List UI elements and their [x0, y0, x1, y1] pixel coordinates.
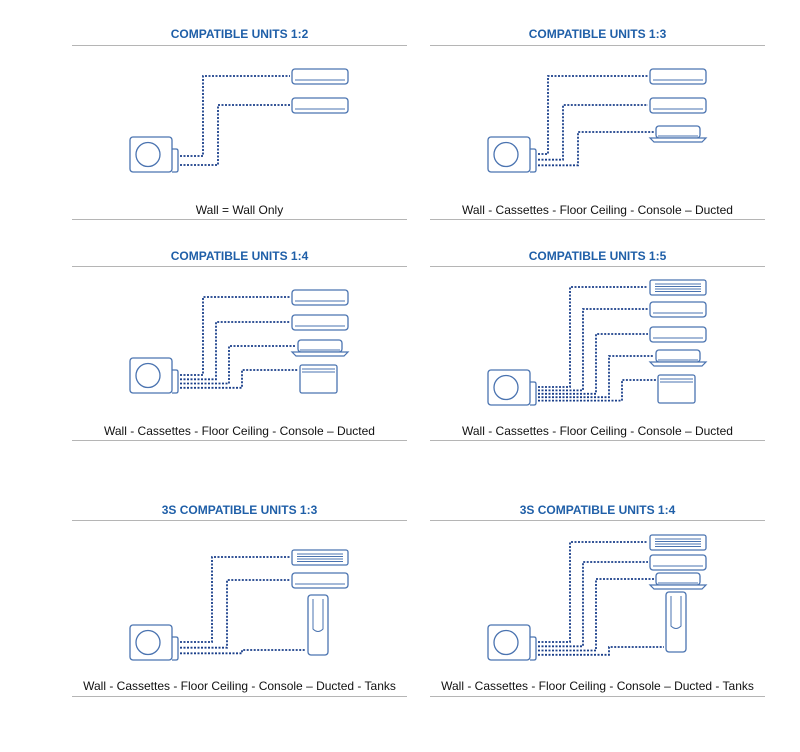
panel-title: 3S COMPATIBLE UNITS 1:3	[161, 503, 318, 517]
panel-title: COMPATIBLE UNITS 1:5	[528, 249, 667, 263]
divider	[72, 219, 407, 220]
tank-unit-icon	[665, 591, 687, 653]
divider	[72, 440, 407, 441]
panel-diagram	[487, 68, 708, 173]
panel-diagram	[487, 279, 708, 406]
refrigerant-line	[538, 541, 648, 643]
panel-diagram	[487, 534, 708, 661]
refrigerant-line	[180, 321, 290, 381]
refrigerant-line	[538, 578, 654, 652]
wall-unit-icon	[291, 314, 349, 331]
refrigerant-line	[538, 131, 654, 167]
wall-unit-icon	[291, 572, 349, 589]
cassette-unit-icon	[648, 572, 708, 590]
wall-unit-icon	[291, 68, 349, 85]
divider	[72, 520, 407, 521]
outdoor-unit-icon	[487, 136, 537, 173]
ducted-unit-icon	[649, 534, 707, 551]
panel-caption: Wall - Cassettes - Floor Ceiling - Conso…	[83, 679, 396, 693]
refrigerant-line	[538, 308, 648, 392]
panel-title: COMPATIBLE UNITS 1:2	[170, 27, 309, 41]
panel-caption: Wall - Cassettes - Floor Ceiling - Conso…	[462, 424, 733, 438]
wall-unit-icon	[291, 97, 349, 114]
refrigerant-line	[538, 561, 648, 648]
outdoor-unit-icon	[129, 136, 179, 173]
panel-caption: Wall - Cassettes - Floor Ceiling - Conso…	[104, 424, 375, 438]
refrigerant-line	[180, 345, 296, 385]
divider	[72, 696, 407, 697]
outdoor-unit-icon	[129, 624, 179, 661]
outdoor-unit-icon	[487, 369, 537, 406]
panel-caption: Wall - Cassettes - Floor Ceiling - Conso…	[462, 203, 733, 217]
panel-diagram	[129, 549, 349, 661]
refrigerant-line	[538, 75, 648, 155]
refrigerant-line	[538, 333, 648, 395]
cassette-unit-icon	[648, 349, 708, 367]
console-unit-icon	[299, 364, 338, 394]
refrigerant-line	[538, 104, 648, 161]
refrigerant-line	[538, 286, 648, 388]
cassette-unit-icon	[648, 125, 708, 143]
wall-unit-icon	[291, 289, 349, 306]
divider	[430, 696, 765, 697]
divider	[430, 440, 765, 441]
refrigerant-line	[538, 355, 654, 399]
wall-unit-icon	[649, 326, 707, 343]
outdoor-unit-icon	[487, 624, 537, 661]
refrigerant-line	[538, 646, 664, 656]
refrigerant-line	[538, 379, 656, 402]
refrigerant-line	[180, 296, 290, 376]
panel-diagram	[129, 68, 349, 173]
ducted-unit-icon	[291, 549, 349, 566]
refrigerant-line	[180, 75, 290, 157]
divider	[430, 219, 765, 220]
divider	[430, 520, 765, 521]
panel-caption: Wall - Cassettes - Floor Ceiling - Conso…	[441, 679, 754, 693]
panel-title: 3S COMPATIBLE UNITS 1:4	[519, 503, 676, 517]
refrigerant-line	[180, 104, 290, 166]
panel-diagram	[129, 289, 350, 394]
refrigerant-line	[180, 556, 290, 643]
wall-unit-icon	[649, 97, 707, 114]
divider	[72, 45, 407, 46]
refrigerant-line	[180, 579, 290, 649]
panel-title: COMPATIBLE UNITS 1:3	[528, 27, 667, 41]
tank-unit-icon	[307, 594, 329, 656]
wall-unit-icon	[649, 554, 707, 571]
refrigerant-line	[180, 369, 298, 389]
divider	[72, 266, 407, 267]
cassette-unit-icon	[290, 339, 350, 357]
outdoor-unit-icon	[129, 357, 179, 394]
divider	[430, 266, 765, 267]
divider	[430, 45, 765, 46]
console-unit-icon	[657, 374, 696, 404]
wall-unit-icon	[649, 68, 707, 85]
panel-title: COMPATIBLE UNITS 1:4	[170, 249, 309, 263]
refrigerant-line	[180, 649, 306, 655]
wall-unit-icon	[649, 301, 707, 318]
panel-caption: Wall = Wall Only	[195, 203, 284, 217]
ducted-unit-icon	[649, 279, 707, 296]
